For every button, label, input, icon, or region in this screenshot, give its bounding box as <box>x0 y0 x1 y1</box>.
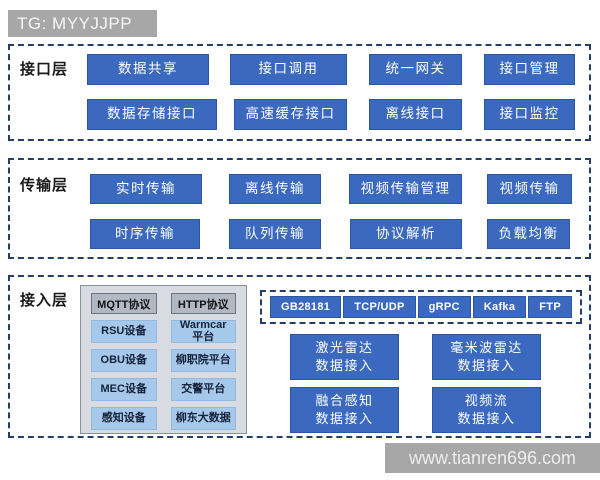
box-load-balancing: 负载均衡 <box>487 219 570 249</box>
box-data-sharing: 数据共享 <box>87 54 209 85</box>
box-video-transmission: 视频传输 <box>487 174 572 204</box>
box-grpc: gRPC <box>417 296 471 318</box>
protocol-group: GB28181 TCP/UDP gRPC Kafka FTP <box>260 290 582 324</box>
box-interface-call: 接口调用 <box>230 54 347 85</box>
layer-label-interface: 接口层 <box>20 61 69 78</box>
watermark-bottom: www.tianren696.com <box>385 443 600 473</box>
layer-transport: 传输层 实时传输 离线传输 视频传输管理 视频传输 时序传输 队列传输 协议解析… <box>8 158 591 259</box>
box-timeseries-transmission: 时序传输 <box>90 219 200 249</box>
box-queue-transmission: 队列传输 <box>229 219 321 249</box>
box-liuzhiyuan-platform: 柳职院平台 <box>170 349 236 372</box>
box-rsu-device: RSU设备 <box>91 320 157 343</box>
box-offline-interface: 离线接口 <box>369 99 462 130</box>
box-tcp-udp: TCP/UDP <box>343 296 416 318</box>
box-interface-monitoring: 接口监控 <box>484 99 575 130</box>
layer-access: 接入层 MQTT协议 HTTP协议 RSU设备 Warmcar 平台 OBU设备… <box>8 275 591 438</box>
box-protocol-parsing: 协议解析 <box>350 219 462 249</box>
box-data-storage-interface: 数据存储接口 <box>87 99 217 130</box>
layer-label-access: 接入层 <box>20 292 69 309</box>
box-fusion-sensing-data-access: 融合感知 数据接入 <box>290 387 399 433</box>
box-ftp: FTP <box>528 296 572 318</box>
header-mqtt-protocol: MQTT协议 <box>91 293 157 314</box>
box-sensing-device: 感知设备 <box>91 407 157 430</box>
box-unified-gateway: 统一网关 <box>369 54 462 85</box>
box-video-transmission-management: 视频传输管理 <box>349 174 462 204</box>
box-mmwave-radar-data-access: 毫米波雷达 数据接入 <box>432 334 541 380</box>
box-liudong-bigdata: 柳东大数据 <box>170 407 236 430</box>
device-panel: MQTT协议 HTTP协议 RSU设备 Warmcar 平台 OBU设备 柳职院… <box>80 285 247 434</box>
box-kafka: Kafka <box>472 296 527 318</box>
watermark-top: TG: MYYJJPP <box>8 10 157 37</box>
header-http-protocol: HTTP协议 <box>170 293 236 314</box>
box-mec-device: MEC设备 <box>91 378 157 401</box>
box-obu-device: OBU设备 <box>91 349 157 372</box>
box-cache-interface: 高速缓存接口 <box>234 99 347 130</box>
box-traffic-police-platform: 交警平台 <box>170 378 236 401</box>
layer-label-transport: 传输层 <box>20 177 69 194</box>
layer-interface: 接口层 数据共享 接口调用 统一网关 接口管理 数据存储接口 高速缓存接口 离线… <box>8 44 591 141</box>
box-warmcar-platform: Warmcar 平台 <box>170 319 236 343</box>
box-gb28181: GB28181 <box>270 296 342 318</box>
box-video-stream-data-access: 视频流 数据接入 <box>432 387 541 433</box>
box-interface-management: 接口管理 <box>484 54 575 85</box>
box-lidar-data-access: 激光雷达 数据接入 <box>290 334 399 380</box>
box-offline-transmission: 离线传输 <box>229 174 321 204</box>
box-realtime-transmission: 实时传输 <box>90 174 202 204</box>
